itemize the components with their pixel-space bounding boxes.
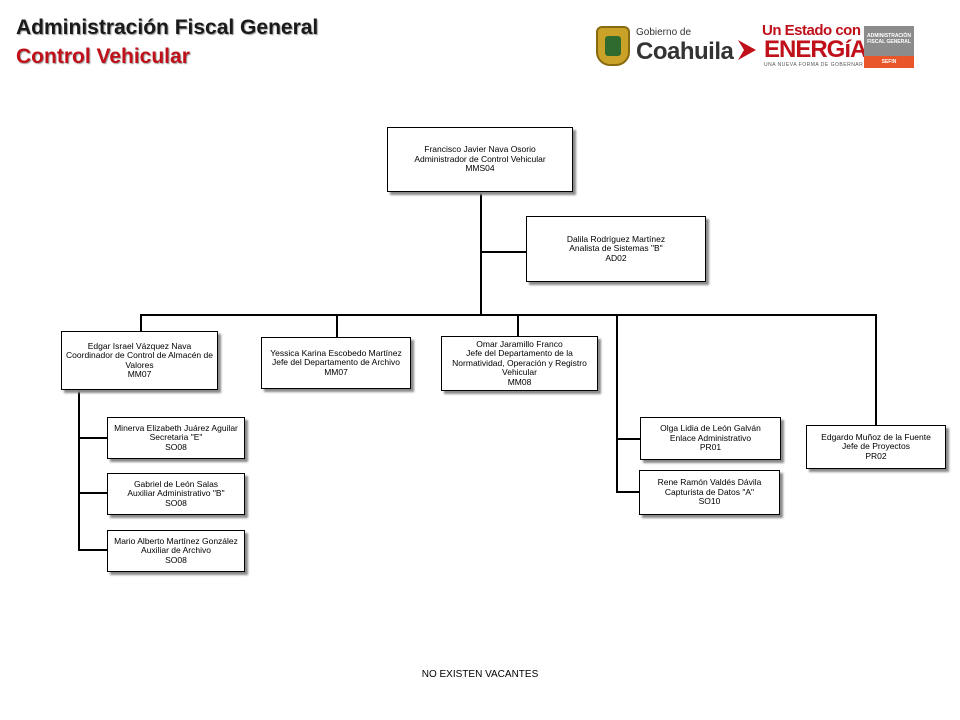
connector-line — [78, 549, 108, 551]
sefin-tag: SEFIN — [864, 56, 914, 68]
org-node-proyectos: Edgardo Muñoz de la Fuente Jefe de Proye… — [806, 425, 946, 469]
node-code: SO08 — [165, 441, 187, 452]
node-role: Secretaria "E" — [149, 432, 203, 443]
coahuila-logo-small-text: Gobierno de — [636, 27, 692, 38]
connector-line — [480, 251, 526, 253]
connector-line — [140, 314, 877, 316]
node-role: Jefe del Departamento de la Normatividad… — [452, 348, 587, 378]
node-code: AD02 — [605, 252, 627, 263]
node-name: Olga Lidia de León Galván — [660, 423, 761, 434]
connector-line — [875, 314, 877, 426]
connector-line — [78, 492, 108, 494]
node-role: Auxiliar de Archivo — [141, 545, 211, 556]
org-node-archivo: Yessica Karina Escobedo Martínez Jefe de… — [261, 337, 411, 389]
org-node-auxiliar-archivo: Mario Alberto Martínez González Auxiliar… — [107, 530, 245, 572]
node-name: Gabriel de León Salas — [133, 478, 219, 489]
page-title: Administración Fiscal General — [16, 16, 319, 39]
node-role: Auxiliar Administrativo "B" — [127, 488, 225, 499]
org-node-coord: Edgar Israel Vázquez Nava Coordinador de… — [61, 331, 218, 390]
node-role: Jefe de Proyectos — [841, 441, 911, 452]
connector-line — [616, 314, 618, 493]
coahuila-seal-icon — [596, 26, 630, 66]
node-code: MMS04 — [465, 163, 495, 174]
node-code: SO10 — [698, 496, 721, 507]
coahuila-logo-text: Coahuila — [636, 38, 734, 65]
sefin-logo: ADMINISTRACIÓN FISCAL GENERAL SEFIN — [864, 26, 914, 68]
org-node-capturista: Rene Ramón Valdés Dávila Capturista de D… — [639, 470, 780, 515]
node-name: Rene Ramón Valdés Dávila — [657, 477, 762, 488]
node-name: Omar Jaramillo Franco — [476, 338, 563, 349]
org-node-enlace: Olga Lidia de León Galván Enlace Adminis… — [640, 417, 781, 460]
node-role: Coordinador de Control de Almacén de Val… — [66, 350, 213, 370]
connector-line — [78, 437, 108, 439]
connector-line — [140, 314, 142, 332]
org-node-admin: Francisco Javier Nava Osorio Administrad… — [387, 127, 573, 192]
node-name: Edgar Israel Vázquez Nava — [87, 340, 192, 351]
org-node-normatividad: Omar Jaramillo Franco Jefe del Departame… — [441, 336, 598, 391]
org-node-analista: Dalila Rodríguez Martínez Analista de Si… — [526, 216, 706, 282]
node-role: Administrador de Control Vehicular — [414, 153, 546, 164]
energia-logo-top-text: Un Estado con — [762, 22, 861, 39]
node-code: PR01 — [699, 442, 722, 453]
node-name: Minerva Elizabeth Juárez Aguilar — [114, 422, 238, 433]
energia-logo-text: ENERGíA — [764, 36, 867, 63]
connector-line — [616, 438, 640, 440]
node-code: SO08 — [165, 497, 187, 508]
connector-line — [616, 491, 640, 493]
energia-mark-icon — [738, 40, 756, 60]
node-code: SO08 — [165, 554, 187, 565]
sefin-line1: ADMINISTRACIÓN — [867, 33, 911, 39]
org-node-secretaria: Minerva Elizabeth Juárez Aguilar Secreta… — [107, 417, 245, 459]
connector-line — [336, 314, 338, 338]
connector-line — [480, 192, 482, 316]
node-role: Analista de Sistemas "B" — [569, 243, 663, 254]
node-role: Jefe del Departamento de Archivo — [271, 357, 401, 368]
connector-line — [78, 390, 80, 550]
sefin-line2: FISCAL GENERAL — [867, 39, 911, 45]
node-code: MM07 — [324, 366, 348, 377]
energia-logo-sub-text: UNA NUEVA FORMA DE GOBERNAR — [764, 62, 864, 68]
node-name: Yessica Karina Escobedo Martínez — [270, 347, 402, 358]
node-code: PR02 — [865, 450, 887, 461]
node-role: Capturista de Datos "A" — [664, 486, 755, 497]
node-role: Enlace Administrativo — [669, 432, 752, 443]
org-node-auxiliar-admin: Gabriel de León Salas Auxiliar Administr… — [107, 473, 245, 515]
node-code: MM08 — [507, 376, 532, 387]
node-name: Dalila Rodríguez Martínez — [566, 233, 666, 244]
vacancies-note: NO EXISTEN VACANTES — [421, 669, 539, 680]
page-subtitle: Control Vehicular — [16, 45, 190, 68]
connector-line — [517, 314, 519, 337]
node-name: Mario Alberto Martínez González — [114, 535, 238, 546]
node-code: MM07 — [127, 369, 152, 379]
node-name: Francisco Javier Nava Osorio — [424, 144, 536, 155]
node-name: Edgardo Muñoz de la Fuente — [821, 431, 931, 442]
